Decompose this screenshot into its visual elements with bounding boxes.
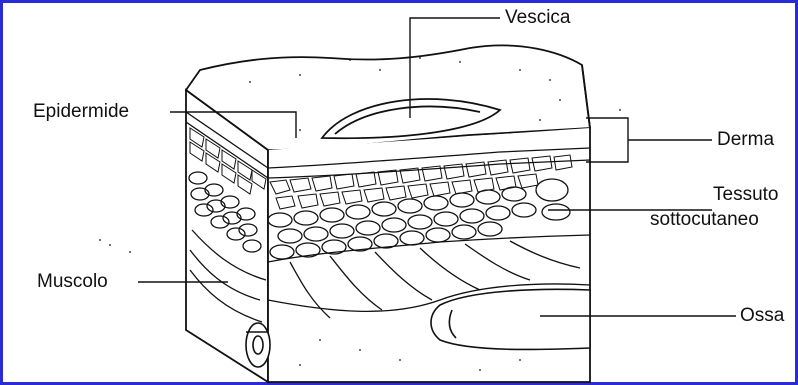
label-tessuto-line2: sottocutaneo	[650, 210, 759, 230]
label-derma: Derma	[717, 130, 774, 150]
derma-bracket	[586, 118, 628, 162]
label-vescica: Vescica	[505, 8, 570, 28]
label-tessuto-line1: Tessuto	[713, 185, 778, 205]
label-muscolo: Muscolo	[37, 272, 108, 292]
label-epidermide: Epidermide	[33, 102, 129, 122]
label-ossa: Ossa	[740, 306, 784, 326]
